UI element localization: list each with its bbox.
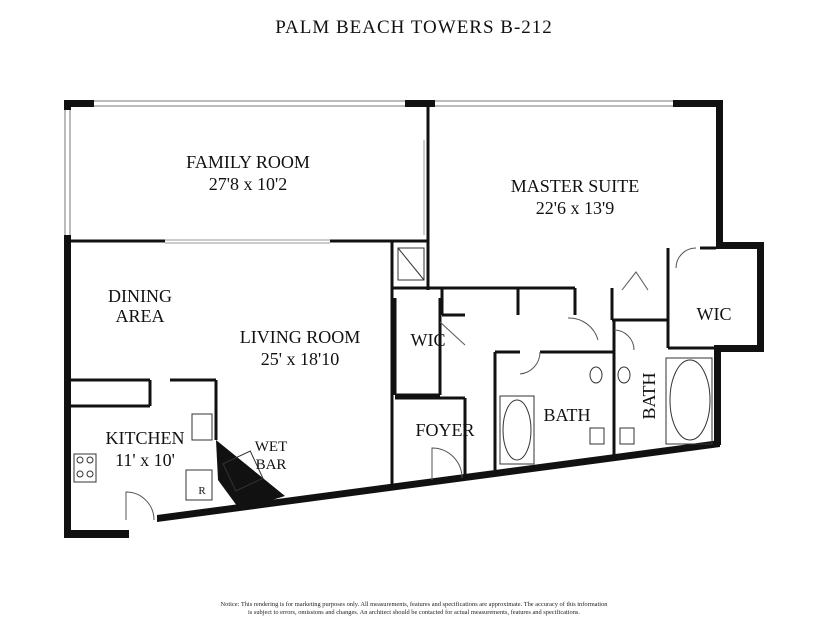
plan-title: PALM BEACH TOWERS B-212 xyxy=(275,17,553,38)
windows xyxy=(64,100,673,235)
kitchen-dims: 11' x 10' xyxy=(115,450,175,470)
exterior-walls xyxy=(64,100,764,538)
sink-icon-2 xyxy=(617,366,631,384)
sink-icon xyxy=(589,366,603,384)
wic-right-label: WIC xyxy=(697,304,732,324)
kitchen-label: KITCHEN xyxy=(106,428,185,448)
bathtub-icon xyxy=(502,399,532,461)
foyer-label: FOYER xyxy=(415,420,474,440)
tub-icon xyxy=(669,359,711,441)
bath-master-label: BATH xyxy=(639,372,659,419)
fridge-icon xyxy=(185,469,213,501)
living-room-label: LIVING ROOM xyxy=(240,327,361,347)
thin-partitions xyxy=(165,140,425,244)
dining-area-label-line1: DINING xyxy=(108,286,172,306)
fixtures xyxy=(73,247,713,501)
bath-main-label: BATH xyxy=(543,405,590,425)
wet-bar-label-line1: WET xyxy=(255,439,287,455)
master-suite-dims: 22'6 x 13'9 xyxy=(536,198,615,218)
fridge-label: R xyxy=(198,485,206,497)
notice-line-2: is subject to errors, omissions and chan… xyxy=(247,609,581,616)
toilet-icon-2 xyxy=(619,427,635,445)
family-room-dims: 27'8 x 10'2 xyxy=(209,174,288,194)
wet-bar-label-line2: BAR xyxy=(256,457,287,473)
notice-line-1: Notice: This rendering is for marketing … xyxy=(220,601,608,608)
door-swings xyxy=(125,247,697,521)
shower-icon xyxy=(397,247,425,281)
dining-area-label-line2: AREA xyxy=(116,306,165,326)
bar-sink-icon xyxy=(222,450,264,492)
living-room-dims: 25' x 18'10 xyxy=(261,349,340,369)
toilet-icon xyxy=(589,427,605,445)
family-room-label: FAMILY ROOM xyxy=(186,152,310,172)
master-suite-label: MASTER SUITE xyxy=(511,176,640,196)
wic-left-label: WIC xyxy=(411,330,446,350)
disclaimer-notice: Notice: This rendering is for marketing … xyxy=(150,601,678,617)
kitchen-sink-icon xyxy=(191,413,213,441)
interior-walls xyxy=(70,107,716,486)
stove-icon xyxy=(73,453,97,483)
